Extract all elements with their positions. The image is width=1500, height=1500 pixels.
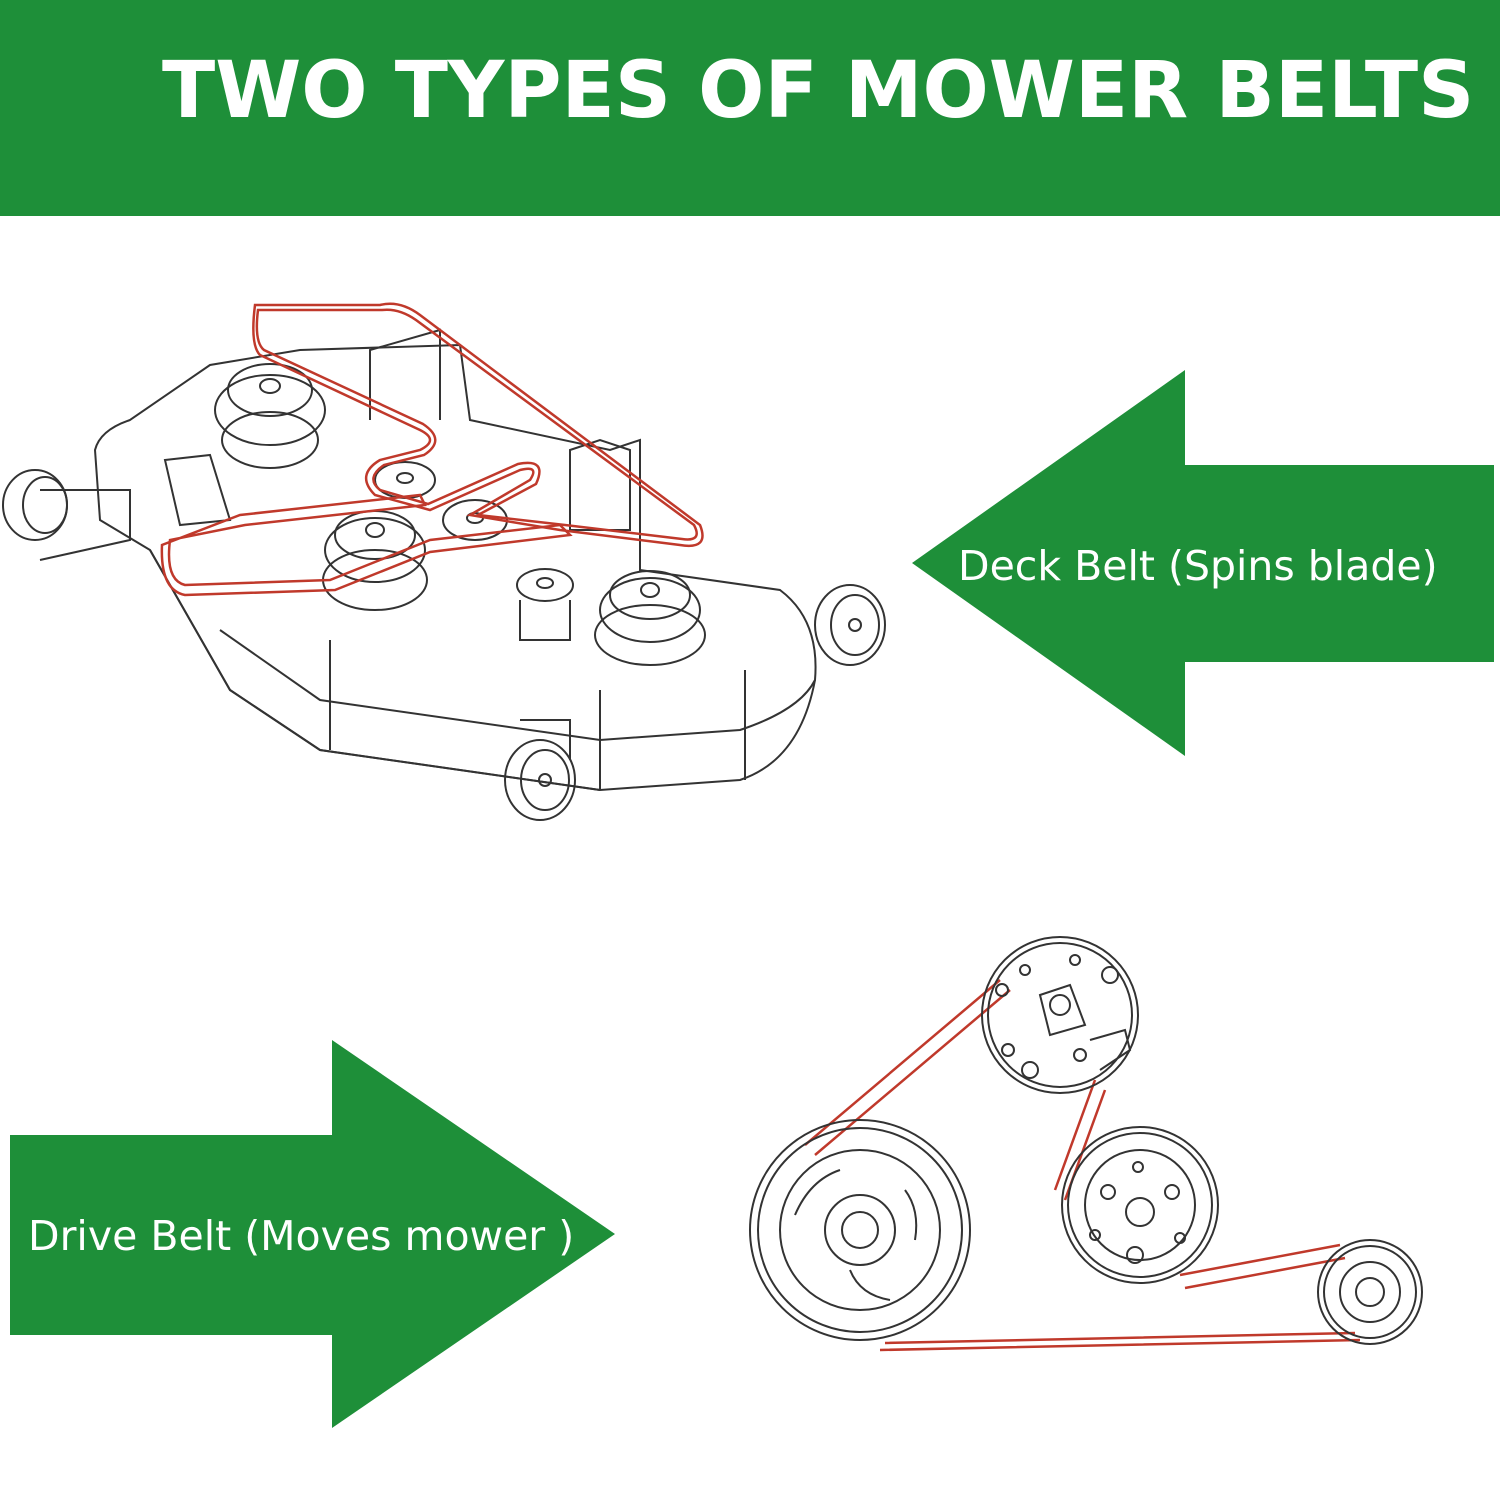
drive-belt-illustration [749,936,1423,1352]
idler-pulley [1061,1126,1219,1284]
deck-belt-arrow [912,370,1494,756]
drive-belt [804,979,1011,1156]
page-title: TWO TYPES OF MOWER BELTS [162,46,1475,136]
deck-shell [93,343,817,792]
drive-belt-arrow [10,1040,615,1428]
deck-belt-label: Deck Belt (Spins blade) [958,542,1438,590]
wheel-right [814,584,886,666]
title-banner: TWO TYPES OF MOWER BELTS [0,0,1500,216]
drive-belt-label: Drive Belt (Moves mower ) [28,1212,575,1260]
transaxle-pulley [749,1119,971,1341]
mower-deck-illustration [2,302,886,821]
engine-pulley [981,936,1139,1094]
small-pulley [1317,1239,1423,1345]
deck-belt-lower [160,493,573,597]
wheel-front [504,739,576,821]
deck-belt [252,302,704,548]
